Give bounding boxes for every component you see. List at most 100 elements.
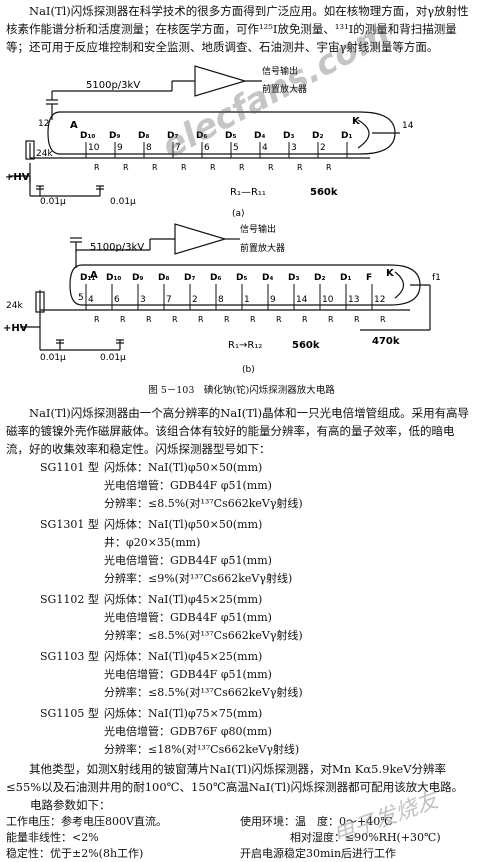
resistor-label: R [210, 163, 216, 172]
resistor-label: R [354, 315, 360, 324]
pin-number: 10 [88, 143, 100, 153]
resistor-label: R [198, 315, 204, 324]
pinf-label-b: f1 [432, 273, 441, 283]
pin-number: 14 [296, 295, 308, 305]
pin-number: 6 [114, 295, 120, 305]
r470-label-b: 470k [372, 336, 400, 347]
dynode-label: D₁₀ [106, 273, 121, 283]
model-name: SG1101 型 [40, 461, 99, 474]
dynode-label: D₅ [236, 273, 247, 283]
pin-a-label: 12 [38, 119, 49, 129]
range-label-b: R₁→R₁₂ [228, 340, 262, 351]
model-name: SG1105 型 [40, 707, 99, 720]
pin-number: 7 [166, 295, 172, 305]
dynode-label: D₃ [283, 131, 294, 141]
preamp-label-a: 前置放大器 [262, 83, 307, 95]
dynode-label: D₃ [288, 273, 299, 283]
pin-number: 2 [192, 295, 198, 305]
res-label-a: 24k [36, 149, 53, 159]
params-title: 电路参数如下： [30, 798, 111, 812]
dynode-label: D₉ [132, 273, 143, 283]
rval-label-a: 560k [310, 187, 338, 198]
other-types-paragraph: 其他类型，如测X射线用的铍窗薄片NaI(Tl)闪烁探测器，对Mn Kα5.9ke… [6, 762, 464, 794]
cathode-label-a: K [352, 116, 361, 127]
model-spec: 光电倍增管：GDB44F φ51(mm) [104, 611, 272, 624]
param-left: 工作电压：参考电压800V直流。 [6, 815, 167, 828]
pin-number: 9 [270, 295, 276, 305]
dynode-label: D₁₀ [80, 131, 95, 141]
hv-label-b: +HV [3, 323, 28, 334]
resistor-label: R [380, 315, 386, 324]
resistor-label: R [328, 315, 334, 324]
resistor-label: R [276, 315, 282, 324]
fig-label-a: (a) [232, 209, 245, 219]
pin-number: 2 [320, 143, 326, 153]
dynode-label: D₇ [184, 273, 195, 283]
pin-number: 10 [322, 295, 334, 305]
resistor-label: R [181, 163, 187, 172]
resistor-label: R [224, 315, 230, 324]
model-name: SG1301 型 [40, 518, 99, 531]
model-spec: 光电倍增管：GDB44F φ51(mm) [104, 479, 272, 492]
resistor-label: R [326, 163, 332, 172]
dynode-label: D₅ [225, 131, 236, 141]
model-spec: 分辨率：≤9%(对¹³⁷Cs662keVγ射线) [104, 572, 293, 585]
resistor-label: R [94, 315, 100, 324]
param-right: 相对湿度：≤90%RH(+30℃) [290, 831, 441, 844]
param-left: 能量非线性：<2% [6, 831, 99, 844]
dynode-label: D₉ [109, 131, 120, 141]
range-label-a: R₁—R₁₁ [230, 187, 266, 198]
pin-number: 4 [262, 143, 268, 153]
resistor-label: R [297, 163, 303, 172]
dynode-label: D₄ [262, 273, 273, 283]
c2-label-a: 0.01μ [110, 197, 136, 207]
cap-label-b: 5100p/3kV [90, 242, 144, 253]
model-spec: 分辨率：≤8.5%(对¹³⁷Cs662keVγ射线) [104, 686, 303, 699]
pin-number: 6 [204, 143, 210, 153]
intro-paragraph: NaI(Tl)闪烁探测器在科学技术的很多方面得到广泛应用。如在核物理方面，对γ放… [6, 4, 469, 54]
preamp-label-b: 前置放大器 [240, 242, 285, 254]
resistor-label: R [302, 315, 308, 324]
cap-label-a: 5100p/3kV [86, 80, 140, 91]
hv-label-a: +HV [5, 172, 30, 183]
cathode-label-b: K [386, 268, 395, 279]
pin-number: 13 [348, 295, 359, 305]
resistor-label: R [239, 163, 245, 172]
param-right: 使用环境：温 度：0～+40℃ [240, 815, 393, 828]
c1-label-a: 0.01μ [40, 197, 66, 207]
model-spec: 分辨率：≤8.5%(对¹³⁷Cs662keVγ射线) [104, 629, 303, 642]
description-paragraph: NaI(Tl)闪烁探测器由一个高分辨率的NaI(Tl)晶体和一只光电倍增管组成。… [6, 406, 470, 456]
model-spec: 闪烁体：NaI(Tl)φ50×50(mm) [104, 461, 263, 474]
resistor-label: R [94, 163, 100, 172]
dynode-label: D₈ [158, 273, 169, 283]
model-spec: 光电倍增管：GDB76F φ80(mm) [104, 725, 272, 738]
model-spec: 光电倍增管：GDB44F φ51(mm) [104, 554, 272, 567]
pin-number: 4 [88, 295, 94, 305]
dynode-label: D₆ [210, 273, 221, 283]
resistor-label: R [146, 315, 152, 324]
resistor-label: R [120, 315, 126, 324]
anode-label-a: A [70, 120, 78, 131]
param-left: 稳定性：优于±2%(8h工作) [6, 847, 144, 860]
model-spec: 闪烁体：NaI(Tl)φ75×75(mm) [104, 707, 263, 720]
pin5-label-b: 5 [78, 293, 84, 303]
dynode-label: D₆ [196, 131, 207, 141]
model-spec: 闪烁体：NaI(Tl)φ45×25(mm) [104, 593, 263, 606]
dynode-label: D₇ [167, 131, 178, 141]
rval-label-b: 560k [292, 340, 320, 351]
pin-number: 9 [117, 143, 123, 153]
param-right: 开启电源稳定30min后进行工作 [240, 847, 397, 860]
resistor-label: R [250, 315, 256, 324]
anode-label-b: A [90, 270, 98, 281]
pin-number: 7 [175, 143, 181, 153]
pin-number: 5 [233, 143, 239, 153]
model-spec: 分辨率：≤18%(对¹³⁷Cs662keVγ射线) [104, 743, 300, 756]
dynode-label: F [366, 273, 372, 283]
model-spec: 闪烁体：NaI(Tl)φ50×50(mm) [104, 518, 263, 531]
dynode-label: D₈ [138, 131, 149, 141]
signal-out-label-a: 信号输出 [262, 65, 298, 77]
model-name: SG1103 型 [40, 650, 99, 663]
figure-caption: 图 5－103 碘化钠(铊)闪烁探测器放大电路 [148, 385, 335, 396]
c2-label-b: 0.01μ [100, 353, 126, 363]
